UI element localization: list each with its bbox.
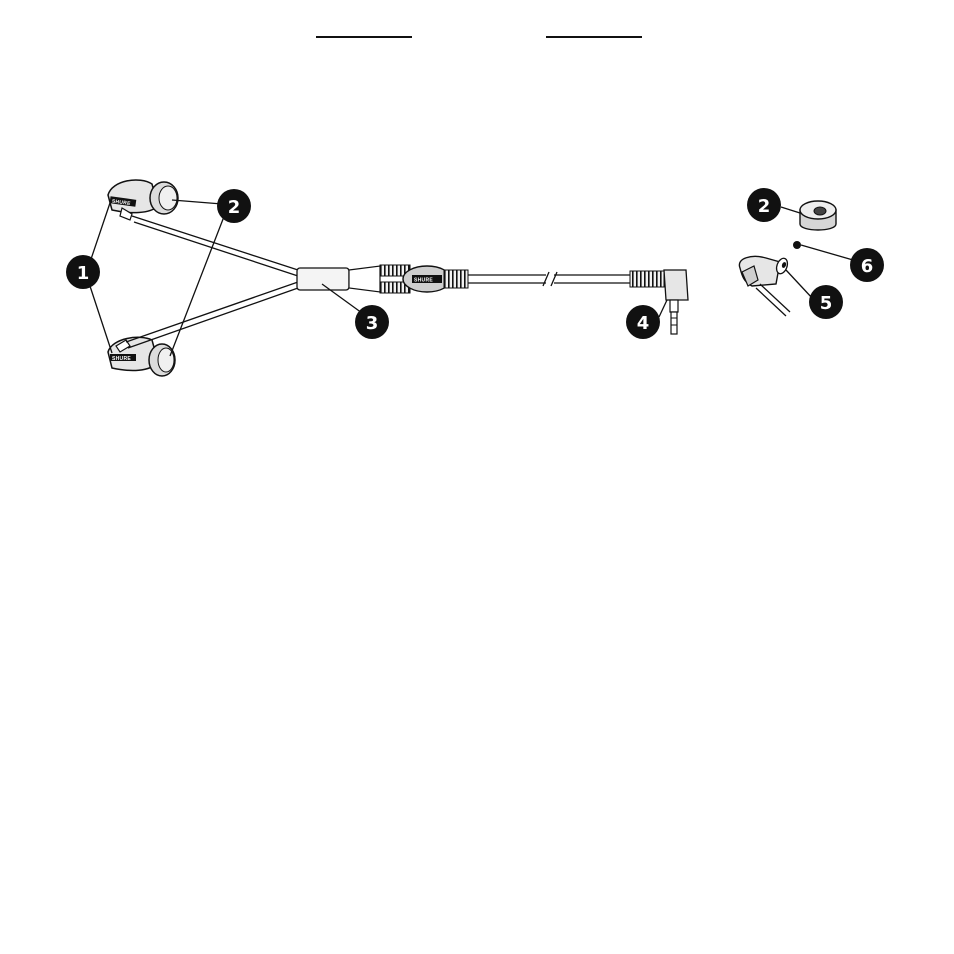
svg-text:2: 2 <box>758 196 771 217</box>
svg-text:5: 5 <box>820 293 833 314</box>
callout-2: 2 <box>217 189 251 223</box>
leader-lines <box>88 197 853 356</box>
main-cable <box>468 272 630 286</box>
cable-splitter: SHURE <box>297 265 468 293</box>
svg-text:2: 2 <box>228 197 241 218</box>
svg-text:4: 4 <box>637 313 650 334</box>
svg-text:1: 1 <box>77 263 90 284</box>
callout-2-spare: 2 <box>747 188 781 222</box>
svg-text:3: 3 <box>366 313 379 334</box>
filter <box>793 241 801 249</box>
spare-ear-sleeve <box>800 201 836 230</box>
svg-text:6: 6 <box>861 256 874 277</box>
callout-1: 1 <box>66 255 100 289</box>
splitter-logo: SHURE <box>414 278 433 284</box>
callout-3: 3 <box>355 305 389 339</box>
cable-wires <box>126 216 298 348</box>
earphone-upper: SHURE <box>108 180 178 220</box>
callout-5: 5 <box>809 285 843 319</box>
callout-6: 6 <box>850 248 884 282</box>
earphone-lower-logo: SHURE <box>112 356 131 362</box>
ear-sleeve-lower <box>149 344 175 376</box>
ear-sleeve-upper <box>150 182 178 214</box>
callout-4: 4 <box>626 305 660 339</box>
earphone-nozzle-detail <box>739 256 790 316</box>
